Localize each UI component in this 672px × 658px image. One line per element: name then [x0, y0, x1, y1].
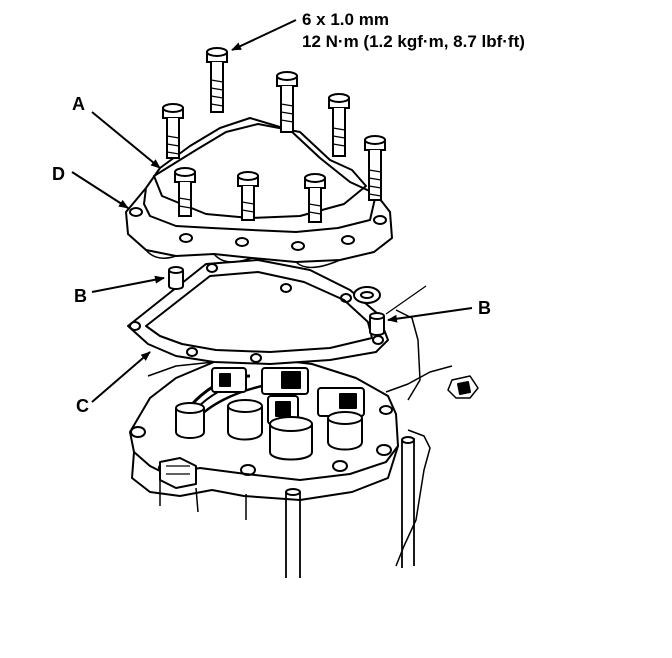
spec-leader-arrow — [231, 19, 297, 51]
bolt-size-text: 6 x 1.0 mm — [302, 10, 389, 29]
label-b-left-leader-arrow — [91, 275, 165, 293]
label-b-right-leader-arrow — [387, 307, 473, 323]
washer — [353, 286, 381, 304]
leader-arrows — [71, 19, 473, 403]
label-b-left: B — [74, 286, 87, 306]
label-b-right: B — [478, 298, 491, 318]
solenoid-harness — [174, 367, 365, 461]
label-a-leader-arrow — [91, 111, 161, 169]
torque-text: 12 N·m (1.2 kgf·m, 8.7 lbf·ft) — [302, 32, 525, 51]
label-d: D — [52, 164, 65, 184]
label-c-leader-arrow — [91, 351, 151, 403]
bolt — [328, 93, 350, 157]
torque-spec: 6 x 1.0 mm 12 N·m (1.2 kgf·m, 8.7 lbf·ft… — [302, 10, 525, 51]
bolt — [174, 167, 196, 217]
label-c: C — [76, 396, 89, 416]
label-a: A — [72, 94, 85, 114]
cover-d — [125, 117, 393, 269]
bolt — [206, 47, 228, 113]
bolt — [304, 173, 326, 223]
label-d-leader-arrow — [71, 171, 129, 209]
dowel-pin-left — [168, 266, 184, 290]
bolts — [162, 47, 386, 223]
gasket-c — [127, 259, 389, 365]
bolt — [364, 135, 386, 201]
dowel-pin-right — [369, 312, 385, 336]
bolt — [162, 103, 184, 159]
bolt — [237, 171, 259, 221]
bolt — [276, 71, 298, 133]
part-labels: A D B B C — [52, 94, 491, 416]
